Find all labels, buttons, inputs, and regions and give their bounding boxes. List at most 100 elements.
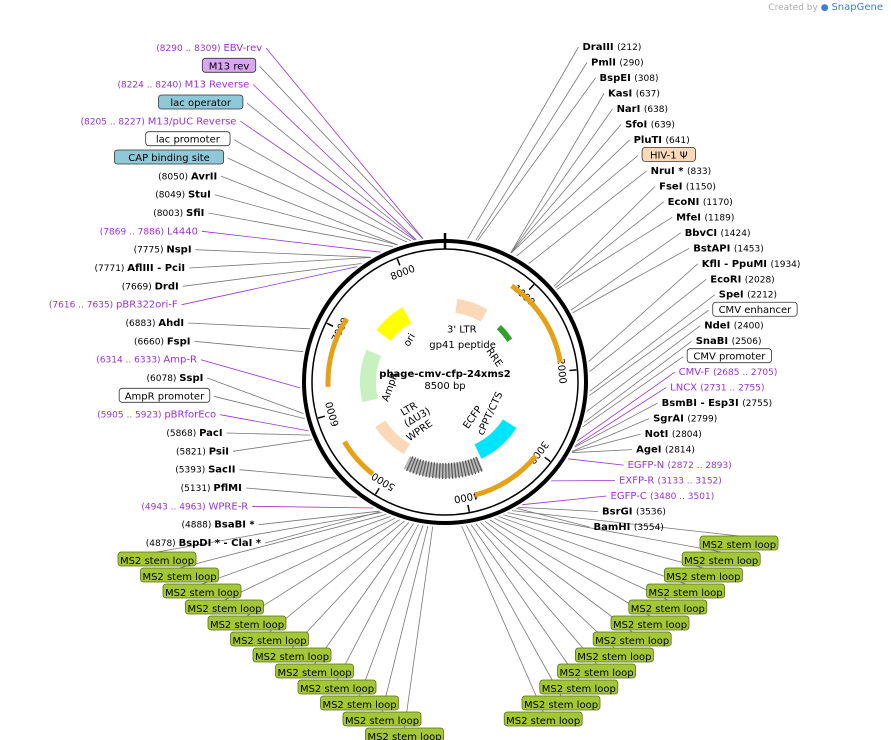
enzyme-site-label[interactable]: (7669) DrdI [122,281,179,292]
ms2-stem-loop-label[interactable]: MS2 stem loop [320,695,399,711]
enzyme-site-label[interactable]: NotI (2804) [645,429,702,440]
enzyme-site-label[interactable]: (4878) BspDI * - ClaI * [146,538,262,549]
ms2-stem-loop-label[interactable]: MS2 stem loop [539,679,619,695]
enzyme-site-label[interactable]: BamHI (3554) [594,522,664,533]
enzyme-site-label[interactable]: FseI (1150) [659,181,716,192]
enzyme-site-label[interactable]: SfoI (639) [625,119,675,130]
enzyme-site-label[interactable]: NarI (638) [617,104,668,115]
ms2-stem-loop-label[interactable]: MS2 stem loop [207,615,287,631]
enzyme-site-label[interactable]: AgeI (2814) [636,445,695,456]
ms2-stem-loop-label[interactable]: MS2 stem loop [252,647,332,663]
enzyme-site-label[interactable]: (7775) NspI [134,245,192,256]
ms2-repeat-tick [431,462,436,479]
orange-feature-arc [342,440,375,476]
ms2-stem-loop-label[interactable]: MS2 stem loop [275,663,354,679]
primer-feature-label[interactable]: CMV-F (2685 .. 2705) [679,367,778,378]
primer-feature-label[interactable]: (6314 .. 6333) Amp-R [96,355,197,366]
primer-feature-label[interactable]: EXFP-R (3133 .. 3152) [619,476,722,487]
enzyme-site-label[interactable]: (8003) SfiI [153,208,204,219]
leader-line [221,175,398,246]
enzyme-site-label[interactable]: (8049) StuI [155,190,211,201]
enzyme-site-label[interactable]: (8050) AvrII [158,171,217,182]
primer-feature-label[interactable]: EGFP-N (2872 .. 2893) [628,460,732,471]
primer-feature-label[interactable]: (7616 .. 7635) pBR322ori-F [49,300,178,311]
ms2-stem-loop-label[interactable]: MS2 stem loop [297,679,377,695]
ms2-stem-loop-label[interactable]: MS2 stem loop [699,535,779,551]
enzyme-site-label[interactable]: (6660) FspI [134,336,190,347]
ms2-repeat-tick [418,459,425,476]
enzyme-site-label[interactable]: BstAPI (1453) [693,243,764,254]
enzyme-site-label[interactable]: PluTI (641) [634,135,690,146]
enzyme-site-label[interactable]: EcoNI (1170) [668,197,733,208]
ms2-box [185,599,264,615]
enzyme-site-label[interactable]: BsmBI - Esp3I (2755) [662,398,773,409]
enzyme-site-label[interactable]: (4888) BsaBI * [181,520,255,531]
enzyme-site-label[interactable]: BsrGI (3536) [602,507,666,518]
enzyme-site-label[interactable]: SgrAI (2799) [653,414,717,425]
ms2-repeat-tick [435,462,438,479]
enzyme-site-label[interactable]: (5868) PacI [166,428,222,439]
ms2-stem-loop-label[interactable]: MS2 stem loop [503,711,583,727]
feature-box-label[interactable]: CMV promoter [686,348,772,364]
primer-feature-label[interactable]: LNCX (2731 .. 2755) [670,383,764,394]
primer-feature-label[interactable]: (5905 .. 5923) pBRforEco [97,410,216,421]
ms2-stem-loop-label[interactable]: MS2 stem loop [521,695,601,711]
ms2-stem-loop-label[interactable]: MS2 stem loop [140,567,219,583]
enzyme-site-label[interactable]: KasI (637) [608,88,660,99]
feature-box-label[interactable]: lac operator [158,94,244,110]
feature-box-label[interactable]: CAP binding site [114,149,225,165]
enzyme-site-label[interactable]: (5821) PsiI [176,446,229,457]
enzyme-site-label[interactable]: (5393) SacII [175,465,235,476]
orange-feature-arc [325,317,349,387]
feature-box-label[interactable]: AmpR promoter [118,387,211,403]
enzyme-site-label[interactable]: (6883) AhdI [126,318,185,329]
enzyme-site-label[interactable]: SnaBI (2506) [696,336,762,347]
primer-feature-label[interactable]: (8205 .. 8227) M13/pUC Reverse [81,116,237,127]
enzyme-site-label[interactable]: (5131) PflMI [181,483,242,494]
enzyme-site-label[interactable]: SpeI (2212) [719,290,777,301]
ms2-stem-loop-label[interactable]: MS2 stem loop [342,711,422,727]
feature-box-label[interactable]: M13 rev [201,57,257,73]
leader-line [477,77,596,241]
ms2-stem-loop-label[interactable]: MS2 stem loop [557,663,636,679]
primer-feature-label[interactable]: (8224 .. 8240) M13 Reverse [117,80,249,91]
feature-box-label[interactable]: lac promoter [145,131,231,147]
leader-line [232,439,313,452]
enzyme-site-label[interactable]: (7771) AflIII - PciI [95,263,186,274]
enzyme-site-label[interactable]: BbvCI (1424) [685,228,751,239]
ms2-stem-loop-label[interactable]: MS2 stem loop [646,583,725,599]
primer-feature-label[interactable]: (4943 .. 4963) WPRE-R [141,501,248,512]
ms2-stem-loop-label[interactable]: MS2 stem loop [628,599,708,615]
primer-feature-label[interactable]: (8290 .. 8309) EBV-rev [156,43,262,54]
enzyme-site-label[interactable]: KflI - PpuMI (1934) [702,259,801,270]
enzyme-site-label[interactable]: BspEI (308) [600,73,659,84]
enzyme-site-label[interactable]: EcoRI (2028) [710,274,774,285]
ms2-stem-loop-label[interactable]: MS2 stem loop [230,631,309,647]
ms2-stem-loop-label[interactable]: MS2 stem loop [575,647,654,663]
ms2-stem-loop-label[interactable]: MS2 stem loop [664,567,743,583]
leader-line [194,340,304,353]
leader-line [480,522,615,649]
feature-box-label[interactable]: HIV-1 Ψ [641,146,696,162]
enzyme-site-label[interactable]: MfeI (1189) [676,212,734,223]
ms2-repeat-tick [425,461,430,478]
ms2-stem-loop-label[interactable]: MS2 stem loop [610,615,690,631]
ms2-stem-loop-label[interactable]: MS2 stem loop [592,631,672,647]
enzyme-text: (8050) AvrII [158,171,217,182]
enzyme-text: BamHI (3554) [594,522,664,533]
enzyme-site-label[interactable]: NdeI (2400) [704,321,763,332]
enzyme-site-label[interactable]: NruI * (833) [651,166,712,177]
enzyme-site-label[interactable]: (6078) SspI [147,373,204,384]
enzyme-site-label[interactable]: DraIII (212) [583,42,642,53]
ms2-stem-loop-label[interactable]: MS2 stem loop [117,551,197,567]
ms2-stem-loop-label[interactable]: MS2 stem loop [185,599,264,615]
feature-box-label[interactable]: CMV enhancer [712,301,798,317]
ms2-stem-loop-label[interactable]: MS2 stem loop [162,583,242,599]
ms2-stem-loop-label[interactable]: MS2 stem loop [365,727,444,740]
enzyme-site-label[interactable]: PmlI (290) [591,57,644,68]
ms2-box-text: MS2 stem loop [595,636,669,647]
primer-feature-label[interactable]: (7869 .. 7886) L4440 [100,226,198,237]
primer-feature-label[interactable]: EGFP-C (3480 .. 3501) [611,491,715,502]
ms2-stem-loop-label[interactable]: MS2 stem loop [681,551,761,567]
leader-line [567,458,624,466]
